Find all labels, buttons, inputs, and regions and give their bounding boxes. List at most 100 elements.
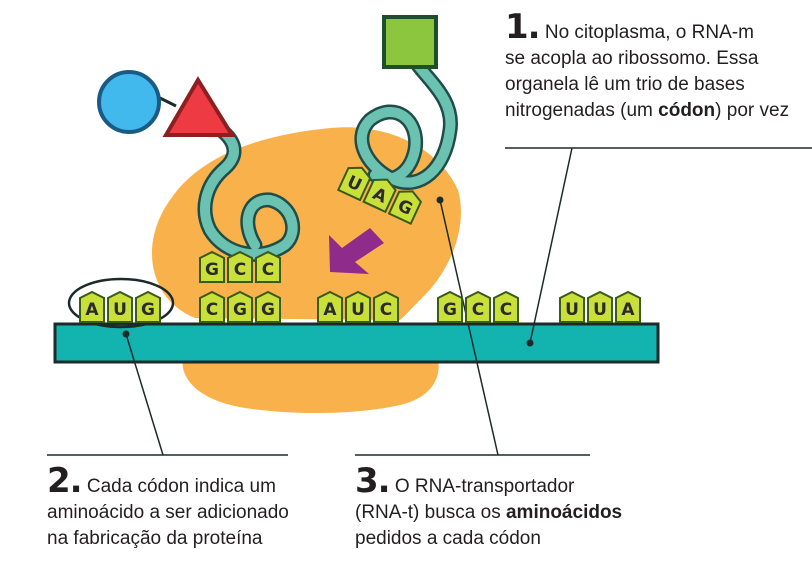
- trna-left-base: C: [227, 250, 253, 283]
- note-1-line1: No citoplasma, o RNA-m: [544, 22, 754, 43]
- mrna-base-shape: [227, 290, 253, 323]
- mrna-base-shape: [465, 290, 491, 323]
- mrna-base-shape: [615, 290, 641, 323]
- leader-dot-3: [436, 196, 444, 204]
- mrna-base-label: C: [500, 300, 512, 320]
- movement-arrow: [329, 228, 384, 274]
- trna-left-base-label: C: [234, 260, 246, 280]
- mrna-base-shape: [493, 290, 519, 323]
- trna-right-base-shape: [387, 190, 423, 226]
- mrna-base-shape: [199, 290, 225, 323]
- mrna-base-label: C: [206, 300, 218, 320]
- mrna-base: G: [437, 290, 463, 323]
- mrna-base-label: A: [323, 300, 337, 320]
- mrna-base-shape: [79, 290, 105, 323]
- note-3-bold: aminoácidos: [505, 502, 623, 523]
- mrna-base-label: A: [621, 300, 635, 320]
- mrna-base: U: [107, 290, 133, 323]
- mrna-base-shape: [345, 290, 371, 323]
- mrna-base-label: G: [141, 300, 155, 320]
- mrna-base: G: [255, 290, 281, 323]
- mrna-base: U: [559, 290, 585, 323]
- note-2-number: 2.: [47, 461, 83, 501]
- note-3-line2a: (RNA-t) busca os: [355, 502, 506, 523]
- note-3-number: 3.: [355, 461, 391, 501]
- trna-right-base: A: [362, 178, 397, 214]
- leader-line-1: [529, 147, 573, 344]
- amino-acid-square: [382, 15, 438, 69]
- mrna-base: A: [615, 290, 641, 323]
- trna-right-base-shape: [336, 166, 372, 202]
- mrna-base-shape: [317, 290, 343, 323]
- mrna-base-label: G: [443, 300, 457, 320]
- note-2: 2. Cada códon indica um aminoácido a ser…: [47, 464, 347, 552]
- mrna-base-shape: [373, 290, 399, 323]
- trna-left-base-shape: [199, 250, 225, 283]
- mrna-base-shape: [559, 290, 585, 323]
- mrna-base-label: U: [113, 300, 127, 320]
- note-1-line4a: nitrogenadas (um: [505, 100, 659, 121]
- mrna-base-shape: [135, 290, 161, 323]
- arrow-icon: [329, 228, 384, 274]
- leader-lines: [47, 147, 812, 456]
- trna-left-base-label: G: [205, 260, 219, 280]
- mrna-base-label: A: [85, 300, 99, 320]
- start-codon-highlight: [67, 277, 175, 329]
- mrna-base-label: U: [565, 300, 579, 320]
- mrna-base-label: C: [380, 300, 392, 320]
- leader-dot-2: [122, 330, 130, 338]
- note-1-number: 1.: [505, 7, 541, 47]
- note-1-bold: códon: [658, 100, 716, 121]
- mrna-base-shape: [437, 290, 463, 323]
- mrna-base: U: [587, 290, 613, 323]
- trna-left-base-shape: [227, 250, 253, 283]
- mrna-base-label: U: [593, 300, 607, 320]
- mrna-base: C: [373, 290, 399, 323]
- trna-left-base: G: [199, 250, 225, 283]
- mrna-base: G: [135, 290, 161, 323]
- mrna-base-shape: [255, 290, 281, 323]
- trna-left-base: C: [255, 250, 281, 283]
- ribosome-small-subunit: [182, 350, 439, 414]
- mrna-base-label: G: [233, 300, 247, 320]
- trna-left-base-shape: [255, 250, 281, 283]
- note-1-line3: organela lê um trio de bases: [505, 74, 745, 95]
- note-2-line3: na fabricação da proteína: [47, 528, 263, 549]
- note-2-line1: Cada códon indica um: [86, 476, 276, 497]
- mrna-base: U: [345, 290, 371, 323]
- mrna-base-shape: [107, 290, 133, 323]
- mrna-base: C: [493, 290, 519, 323]
- mrna-base: A: [317, 290, 343, 323]
- amino-acid-triangle: [162, 76, 236, 137]
- mrna-strand: [53, 322, 660, 364]
- mrna-base-label: C: [472, 300, 484, 320]
- note-1-line4b: ) por vez: [715, 100, 790, 121]
- note-3-line3: pedidos a cada códon: [355, 528, 541, 549]
- amino-link: [159, 96, 177, 108]
- amino-acid-circle: [97, 70, 161, 134]
- note-2-line2: aminoácido a ser adicionado: [47, 502, 289, 523]
- note-3-line1: O RNA-transportador: [394, 476, 575, 497]
- mrna-base-label: G: [261, 300, 275, 320]
- leader-line-2: [125, 333, 164, 456]
- trna-right-base-shape: [362, 178, 397, 214]
- note-1-line2: se acopla ao ribossomo. Essa: [505, 48, 759, 69]
- mrna-base: A: [79, 290, 105, 323]
- trna-right-base: G: [387, 190, 423, 226]
- note-1: 1. No citoplasma, o RNA-m se acopla ao r…: [505, 10, 805, 124]
- leader-dot-1: [526, 339, 534, 347]
- trna-left-base-label: C: [262, 260, 274, 280]
- trna-right-base: U: [336, 166, 372, 202]
- trna-right-body-fill: [356, 50, 456, 188]
- mrna-base-shape: [587, 290, 613, 323]
- mrna-base: G: [227, 290, 253, 323]
- mrna-base: C: [465, 290, 491, 323]
- mrna-base-label: U: [351, 300, 365, 320]
- leader-line-3: [439, 199, 499, 456]
- note-3: 3. O RNA-transportador (RNA-t) busca os …: [355, 464, 655, 552]
- mrna-base: C: [199, 290, 225, 323]
